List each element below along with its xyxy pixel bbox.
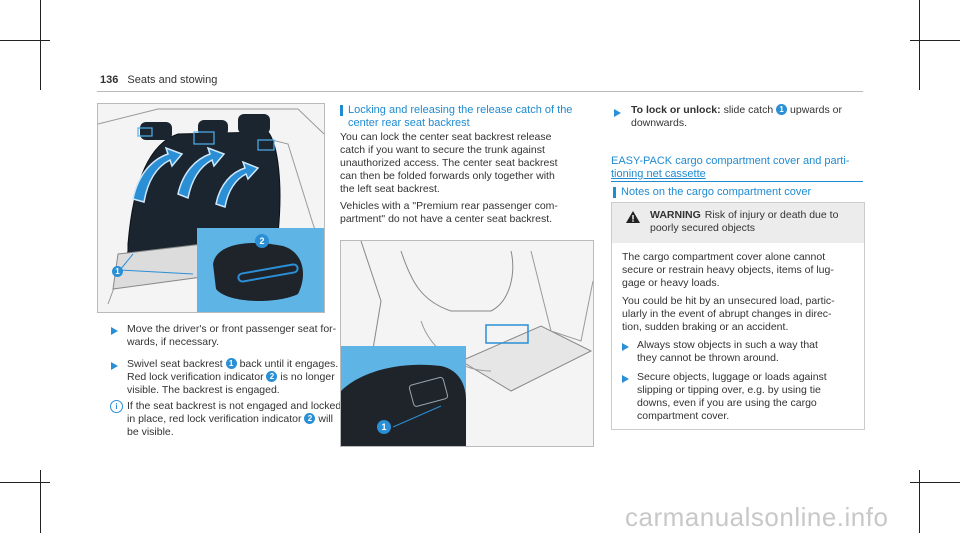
step-move-seat: Move the driver's or front passenger sea… — [127, 323, 337, 348]
premium-note: Vehicles with a "Premium rear passenger … — [340, 200, 558, 225]
release-catch-illustration: 1 — [340, 240, 594, 447]
step-arrow — [614, 109, 621, 117]
step-arrow — [622, 343, 629, 351]
step-arrow — [622, 375, 629, 383]
warning-icon — [626, 211, 640, 223]
link-rule — [611, 181, 863, 182]
warning-step-secure: Secure objects, luggage or loads against… — [637, 371, 827, 422]
callout-1: 1 — [112, 266, 123, 277]
section-heading-cargo-cover: Notes on the cargo compartment cover — [613, 186, 811, 199]
warning-text-2: You could be hit by an unsecured load, p… — [622, 295, 835, 333]
crop-mark — [40, 470, 41, 533]
crop-mark — [919, 470, 920, 533]
callout-1: 1 — [776, 104, 788, 115]
page-number: 136 — [100, 74, 119, 86]
callout-2: 2 — [255, 234, 269, 248]
crop-mark — [0, 482, 50, 483]
crop-mark — [910, 40, 960, 41]
callout-1: 1 — [225, 358, 237, 369]
watermark: carmanualsonline.info — [625, 502, 889, 532]
page-header: 136 Seats and stowing — [100, 74, 217, 86]
heading-bar — [340, 105, 343, 116]
crop-mark — [910, 482, 960, 483]
callout-1: 1 — [377, 420, 391, 434]
info-icon: i — [110, 400, 123, 413]
callout-2: 2 — [266, 371, 278, 382]
crop-mark — [0, 40, 50, 41]
warning-text-1: The cargo compartment cover alone cannot… — [622, 251, 834, 289]
step-arrow — [111, 362, 118, 370]
callout-2: 2 — [304, 413, 316, 424]
warning-step-stow: Always stow objects in such a way that t… — [637, 339, 818, 364]
rear-seat-illustration: 1 2 — [97, 103, 325, 313]
section-heading-release-catch: Locking and releasing the release catch … — [340, 104, 572, 130]
crop-mark — [40, 0, 41, 90]
release-catch-description: You can lock the center seat backrest re… — [340, 131, 558, 195]
step-lock-unlock: To lock or unlock: slide catch 1 upwards… — [631, 104, 842, 129]
header-divider — [97, 91, 863, 92]
step-swivel-backrest: Swivel seat backrest 1 back until it eng… — [127, 358, 339, 396]
section-title: Seats and stowing — [127, 74, 218, 86]
heading-bar — [613, 187, 616, 198]
step-arrow — [111, 327, 118, 335]
info-note: If the seat backrest is not engaged and … — [127, 400, 342, 438]
crop-mark — [919, 0, 920, 90]
easy-pack-link[interactable]: EASY-PACK cargo compartment cover and pa… — [611, 155, 850, 180]
